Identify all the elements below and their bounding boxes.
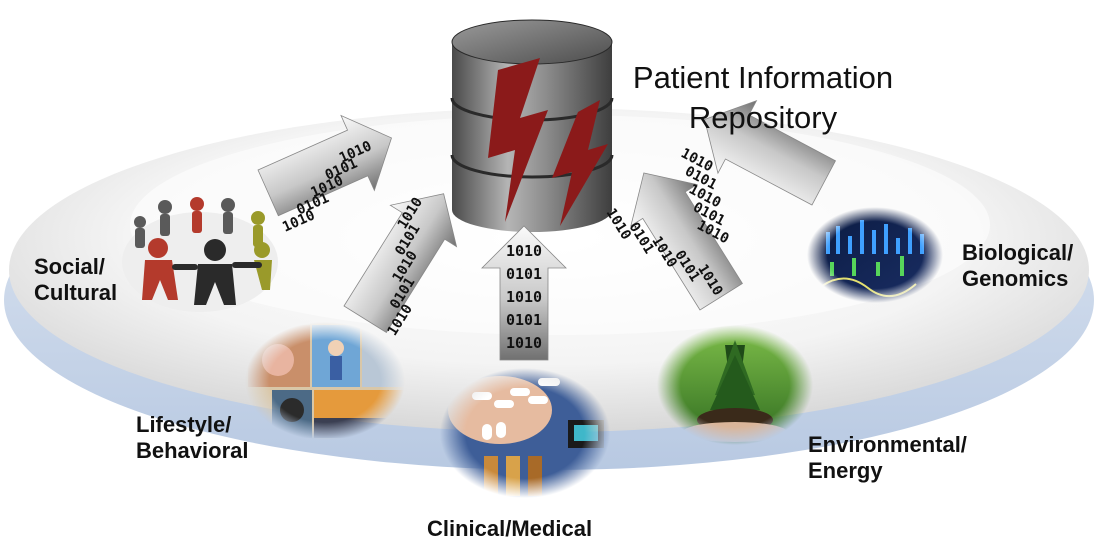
label-biological-line2: Genomics <box>962 266 1069 291</box>
label-environmental: Environmental/ Energy <box>808 432 967 484</box>
genome-sequence-icon <box>807 207 943 303</box>
label-social: Social/ Cultural <box>34 254 117 306</box>
arrow-social <box>257 114 392 217</box>
repository-title-line2: Repository <box>688 100 838 135</box>
arrow-biological-bits: 1010 0101 1010 0101 1010 <box>678 145 731 247</box>
medical-pills-icon <box>440 368 610 498</box>
lifestyle-photo-collage-icon <box>245 322 405 440</box>
arrow-clinical-bit-5: 1010 <box>506 334 542 352</box>
arrow-environmental <box>630 172 743 311</box>
label-environmental-line1: Environmental/ <box>808 432 967 457</box>
label-social-line1: Social/ <box>34 254 105 279</box>
label-biological: Biological/ Genomics <box>962 240 1073 292</box>
lightning-bolt-left <box>488 58 548 222</box>
label-lifestyle-line2: Behavioral <box>136 438 249 463</box>
repository-title: Patient Information Repository <box>608 58 918 138</box>
label-lifestyle: Lifestyle/ Behavioral <box>136 412 249 464</box>
seedling-icon <box>657 325 813 445</box>
lightning-bolt-right <box>552 100 608 226</box>
label-social-line2: Cultural <box>34 280 118 305</box>
arrow-clinical-bit-3: 1010 <box>506 288 542 306</box>
repository-title-line1: Patient Information <box>632 60 894 95</box>
label-clinical: Clinical/Medical <box>427 516 592 542</box>
label-biological-line1: Biological/ <box>962 240 1074 265</box>
label-clinical-line1: Clinical/Medical <box>427 516 593 541</box>
people-circle-icon <box>122 197 278 312</box>
label-environmental-line2: Energy <box>808 458 883 483</box>
arrow-clinical-bit-4: 0101 <box>506 311 542 329</box>
arrow-lifestyle <box>343 193 458 334</box>
arrow-clinical-bit-2: 0101 <box>506 265 542 283</box>
arrow-clinical-bit-1: 1010 <box>506 242 542 260</box>
arrow-biological <box>704 99 837 206</box>
label-lifestyle-line1: Lifestyle/ <box>136 412 232 437</box>
arrow-clinical <box>481 225 567 361</box>
database-icon <box>450 19 614 232</box>
arrow-clinical-bits: 1010 0101 1010 0101 1010 <box>506 242 542 352</box>
